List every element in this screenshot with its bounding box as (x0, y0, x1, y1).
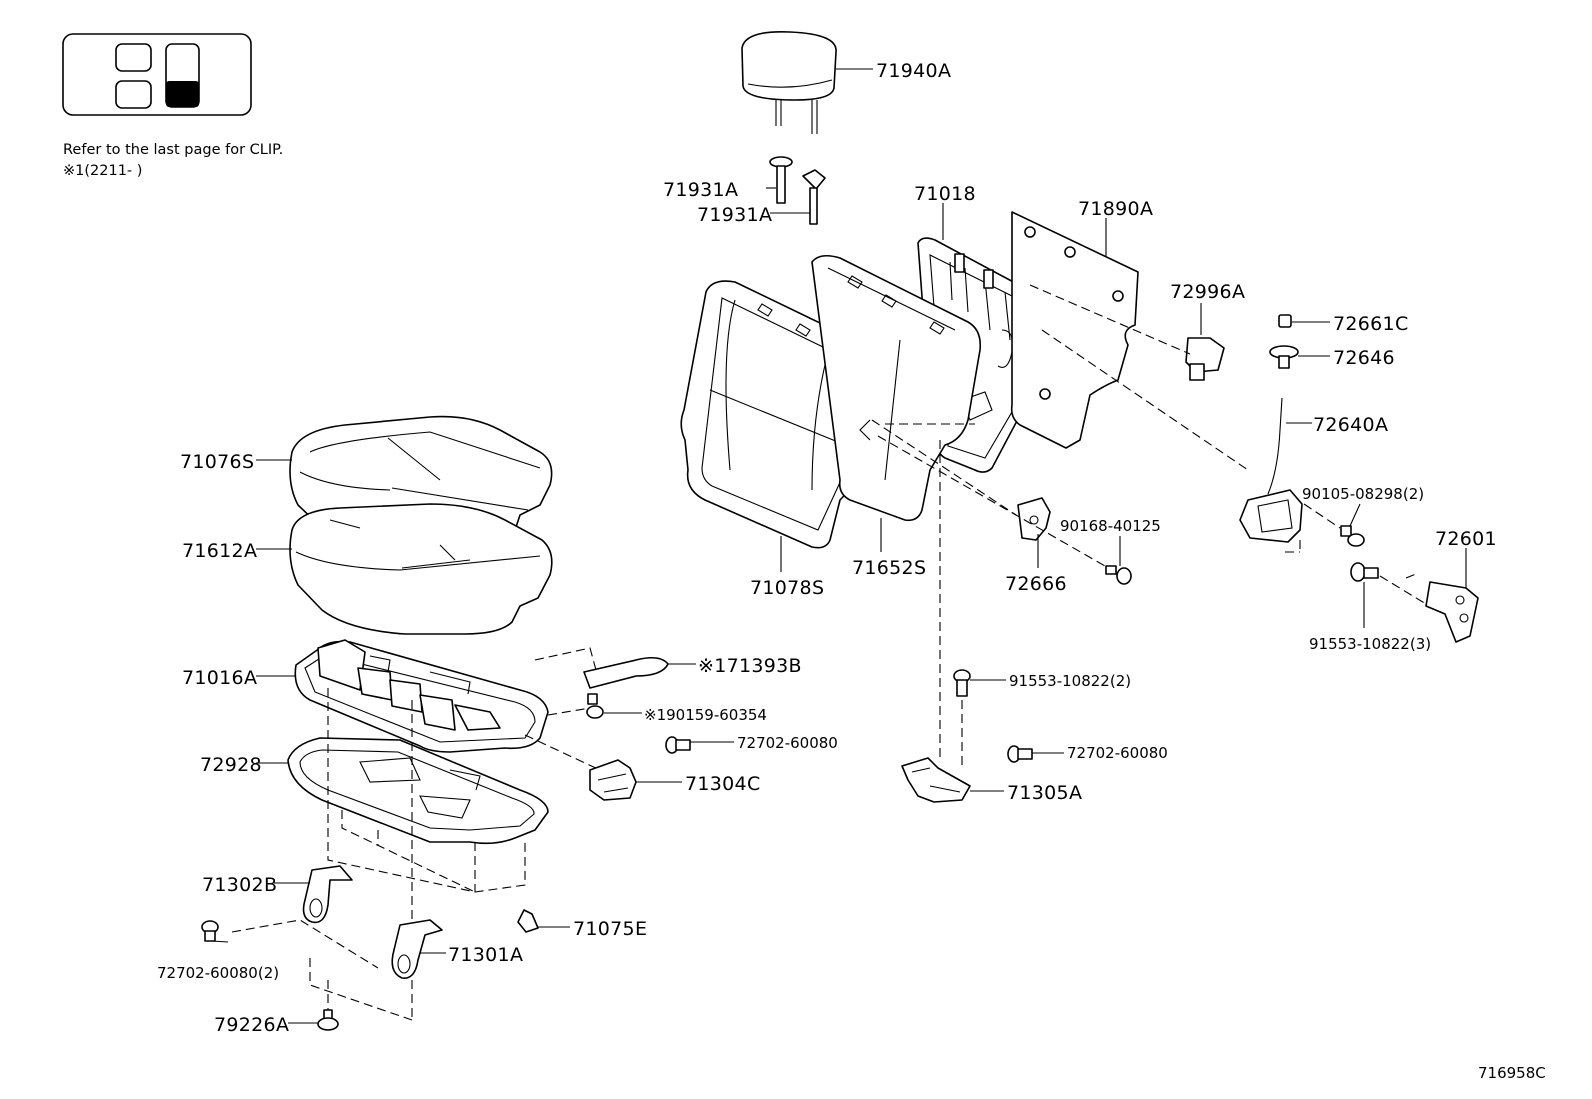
serial-range-note: ※1(2211- ) (63, 163, 142, 179)
label-71931A-upper: 71931A (663, 179, 738, 201)
label-71075E: 71075E (573, 918, 647, 940)
label-71016A: 71016A (182, 667, 257, 689)
label-71890A: 71890A (1078, 198, 1153, 220)
screw-90168-drawing (1105, 565, 1132, 585)
bolt-72702-a-drawing (665, 736, 691, 754)
label-71940A: 71940A (876, 60, 951, 82)
label-72702-60080-a: 72702-60080 (737, 734, 838, 752)
label-71393B: ※171393B (698, 655, 802, 677)
seat-cushion-frame-drawing (294, 639, 549, 753)
bolt-90105-drawing (1340, 525, 1365, 547)
bolt-72702-b-drawing (1007, 745, 1033, 763)
bolt-90159-drawing (586, 693, 604, 719)
label-79226A: 79226A (214, 1014, 289, 1036)
label-72601: 72601 (1435, 528, 1497, 550)
label-71018: 71018 (914, 183, 976, 205)
seat-position-legend (62, 33, 252, 116)
label-71652S: 71652S (852, 557, 926, 579)
latch-72996A-drawing (1185, 337, 1225, 381)
seatback-pad-drawing (811, 254, 982, 522)
lock-72640A-drawing (1239, 397, 1303, 543)
label-90105-08298: 90105-08298(2) (1302, 485, 1424, 503)
headrest-drawing (741, 31, 837, 134)
label-71612A: 71612A (182, 540, 257, 562)
label-71078S: 71078S (750, 577, 824, 599)
seat-cushion-pad-drawing (289, 503, 553, 635)
seatback-board-drawing (1010, 211, 1139, 449)
bolt-91553-3-drawing (1350, 562, 1379, 582)
label-71076S: 71076S (180, 451, 254, 473)
seat-pan-drawing (287, 737, 549, 845)
hinge-71305A-drawing (901, 757, 971, 803)
bolt-72702-lower-drawing (201, 920, 229, 943)
bracket-71302B-drawing (302, 865, 353, 924)
label-71305A: 71305A (1007, 782, 1082, 804)
knob-72646-drawing (1269, 345, 1299, 369)
bracket-72601-drawing (1425, 581, 1479, 643)
label-90159-60354: ※190159-60354 (644, 706, 767, 724)
bolt-91553-2-drawing (953, 669, 971, 697)
hinge-71304C-drawing (589, 759, 637, 801)
strap-71393B-drawing (583, 656, 669, 689)
label-71301A: 71301A (448, 944, 523, 966)
label-71931A-lower: 71931A (697, 204, 772, 226)
catalog-number: 716958C (1478, 1064, 1546, 1082)
label-72646: 72646 (1333, 347, 1395, 369)
label-71304C: 71304C (685, 773, 761, 795)
clip-71075E-drawing (517, 909, 539, 933)
label-72640A: 72640A (1313, 414, 1388, 436)
label-72702-60080-b: 72702-60080 (1067, 744, 1168, 762)
bracket-71301A-drawing (391, 919, 443, 979)
label-90168-40125: 90168-40125 (1060, 517, 1161, 535)
bolt-79226A-drawing (317, 1009, 339, 1031)
headrest-support-drawing (769, 156, 826, 225)
label-72928: 72928 (200, 754, 262, 776)
cap-72661C-drawing (1278, 314, 1292, 328)
label-72702-60080-2: 72702-60080(2) (157, 964, 279, 982)
clip-note: Refer to the last page for CLIP. (63, 142, 283, 158)
label-72661C: 72661C (1333, 313, 1409, 335)
label-91553-10822-2: 91553-10822(2) (1009, 672, 1131, 690)
label-91553-10822-3: 91553-10822(3) (1309, 635, 1431, 653)
plate-72666-drawing (1017, 497, 1051, 541)
label-72666: 72666 (1005, 573, 1067, 595)
label-72996A: 72996A (1170, 281, 1245, 303)
label-71302B: 71302B (202, 874, 277, 896)
